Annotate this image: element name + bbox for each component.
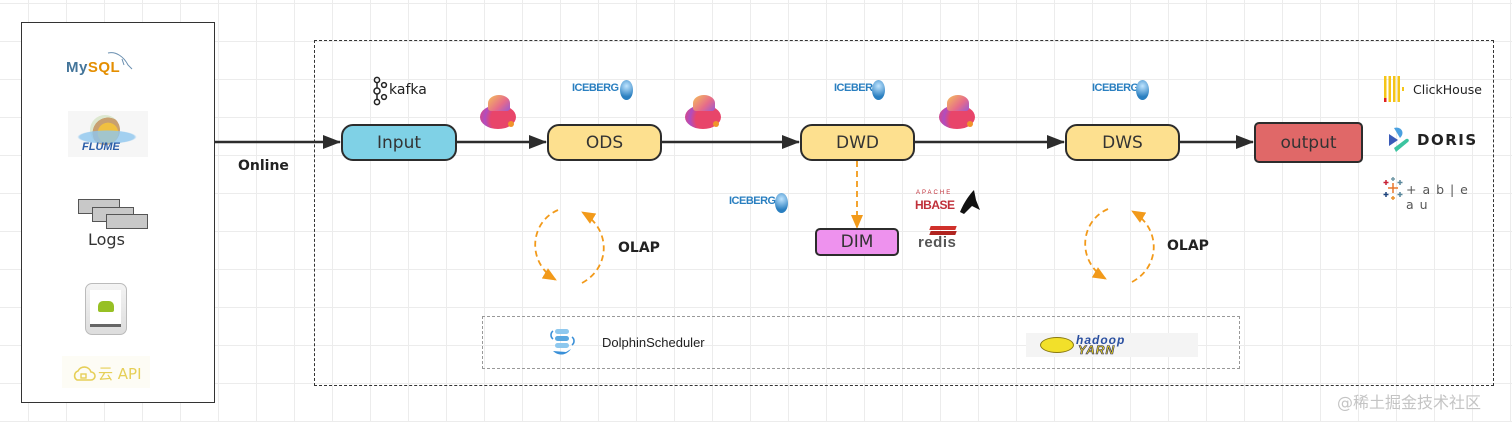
- android-device-icon: [85, 283, 127, 335]
- mysql-logo: MySQL: [66, 49, 146, 83]
- kafka-icon: [373, 76, 388, 106]
- node-dwd[interactable]: DWD: [800, 124, 915, 161]
- olap-label-left: OLAP: [618, 240, 660, 256]
- iceberg-label: ICEBERG: [572, 82, 619, 94]
- android-icon: [98, 301, 114, 312]
- redis-label: redis: [918, 234, 957, 251]
- flume-logo: FLUME: [68, 111, 148, 157]
- olap-label-right: OLAP: [1167, 238, 1209, 254]
- clickhouse-label: ClickHouse: [1413, 82, 1482, 97]
- flink-icon: [683, 95, 725, 131]
- iceberg-logo-ods: ICEBERG: [572, 79, 634, 101]
- dolphinscheduler-logo: DolphinScheduler: [548, 327, 758, 359]
- iceberg-logo-dwd: ICEBERG: [834, 79, 896, 101]
- orca-icon: [960, 190, 980, 214]
- doris-label: DORIS: [1417, 131, 1478, 149]
- olap-cycle-icon: [534, 209, 605, 284]
- kafka-label: kafka: [389, 82, 427, 98]
- doris-logo: DORIS: [1386, 126, 1486, 156]
- scheduler-container: [482, 316, 1240, 369]
- log-file-icon: [106, 214, 148, 229]
- mysql-my: My: [66, 59, 88, 76]
- node-output[interactable]: output: [1254, 122, 1363, 163]
- cloud-api-label: 云 API: [98, 365, 142, 383]
- node-dim[interactable]: DIM: [815, 228, 899, 256]
- clickhouse-logo: ClickHouse: [1383, 76, 1483, 104]
- doris-icon: [1389, 127, 1409, 152]
- iceberg-logo-dws: ICEBERG: [1092, 79, 1154, 101]
- dolphinscheduler-label: DolphinScheduler: [602, 335, 705, 350]
- iceberg-logo-dim: ICEBERG: [729, 192, 791, 214]
- sources-panel: MySQL FLUME Logs 云 API: [21, 22, 215, 403]
- cloud-icon: [73, 366, 96, 381]
- flink-icon: [937, 95, 979, 131]
- watermark: @稀土掘金技术社区: [1337, 393, 1482, 412]
- node-dws[interactable]: DWS: [1065, 124, 1180, 161]
- logs-label: Logs: [88, 230, 125, 249]
- iceberg-label: ICEBERG: [1092, 82, 1139, 94]
- hadoop-elephant-icon: [1040, 337, 1074, 353]
- dolphin-icon: [107, 52, 133, 70]
- logs-item: Logs: [76, 199, 156, 255]
- online-label: Online: [238, 158, 289, 174]
- iceberg-label: ICEBERG: [729, 195, 776, 207]
- iceberg-icon: [872, 80, 885, 100]
- tableau-icon: [1383, 177, 1403, 200]
- node-input[interactable]: Input: [341, 124, 457, 161]
- dolphinscheduler-icon: [550, 329, 575, 355]
- tableau-label: + a b | e a u: [1406, 182, 1469, 212]
- hbase-apache-label: APACHE: [916, 190, 953, 196]
- redis-icon: [929, 226, 957, 230]
- hbase-logo: APACHE HBASE: [914, 190, 982, 218]
- iceberg-icon: [775, 193, 788, 213]
- iceberg-icon: [1136, 80, 1149, 100]
- tableau-logo: + a b | e a u: [1382, 177, 1482, 212]
- olap-cycle-icon: [1084, 208, 1155, 283]
- yarn-label: YARN: [1078, 343, 1116, 358]
- iceberg-label: ICEBERG: [834, 82, 881, 94]
- pipeline-container: [314, 40, 1494, 386]
- hbase-label: HBASE: [915, 198, 955, 212]
- cloud-api-logo: 云 API: [62, 356, 150, 388]
- flink-icon: [478, 95, 520, 131]
- hadoop-yarn-logo: hadoop YARN: [1026, 333, 1198, 357]
- iceberg-icon: [620, 80, 633, 100]
- redis-logo: redis: [916, 224, 982, 252]
- flume-label: FLUME: [82, 141, 120, 153]
- kafka-logo: kafka: [372, 76, 432, 106]
- clickhouse-icon: [1384, 76, 1404, 102]
- mysql-sql: SQL: [87, 59, 121, 76]
- node-ods[interactable]: ODS: [547, 124, 662, 161]
- hadoop-label: hadoop: [1076, 333, 1126, 347]
